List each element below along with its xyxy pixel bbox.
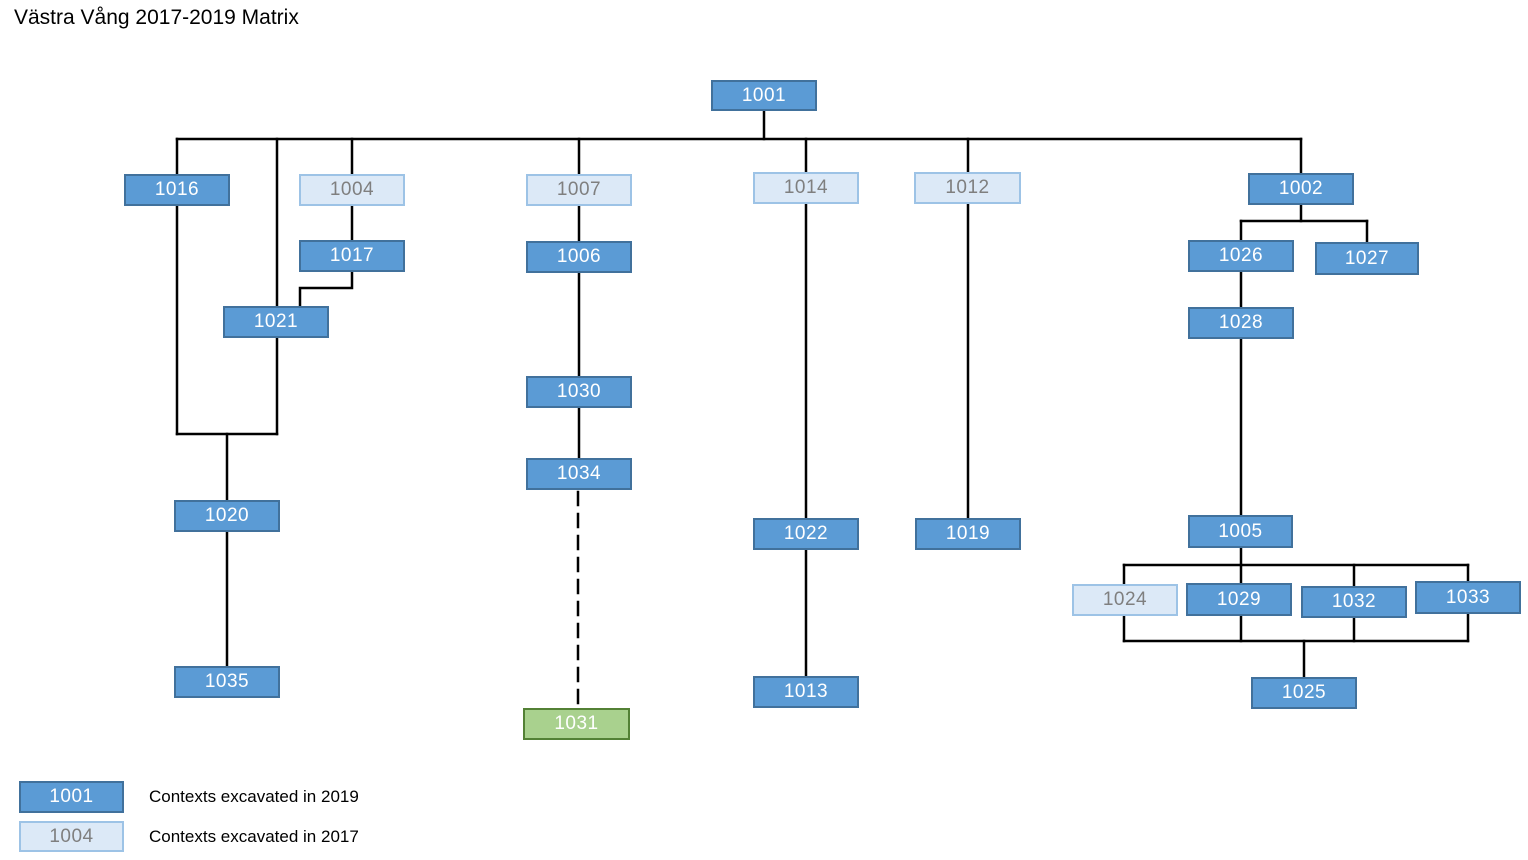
context-node-1022: 1022 — [753, 518, 859, 550]
legend-swatch-2017: 1004 — [19, 821, 124, 852]
context-node-1027: 1027 — [1315, 242, 1419, 275]
context-node-1033: 1033 — [1415, 581, 1521, 614]
context-node-1031: 1031 — [523, 708, 630, 740]
context-node-1012: 1012 — [914, 172, 1021, 204]
legend-swatch-2019: 1001 — [19, 781, 124, 813]
edge — [298, 270, 354, 308]
legend-label-2017: Contexts excavated in 2017 — [149, 826, 359, 846]
context-node-1021: 1021 — [223, 306, 329, 338]
legend-item-2017: 1004 Contexts excavated in 2017 — [19, 821, 439, 852]
context-node-1032: 1032 — [1301, 586, 1407, 618]
context-node-1016: 1016 — [124, 174, 230, 206]
context-node-1019: 1019 — [915, 518, 1021, 550]
legend-label-2019: Contexts excavated in 2019 — [149, 787, 359, 806]
context-node-1007: 1007 — [526, 174, 632, 206]
legend-item-2019: 1001 Contexts excavated in 2019 — [19, 781, 439, 813]
context-node-1028: 1028 — [1188, 307, 1294, 339]
context-node-1006: 1006 — [526, 241, 632, 273]
context-node-1024: 1024 — [1072, 584, 1178, 616]
context-node-1002: 1002 — [1248, 173, 1354, 205]
context-node-1026: 1026 — [1188, 240, 1294, 272]
page-title: Västra Vång 2017-2019 Matrix — [14, 6, 299, 29]
context-node-1034: 1034 — [526, 458, 632, 490]
context-node-1005: 1005 — [1188, 515, 1293, 548]
context-node-1020: 1020 — [174, 500, 280, 532]
context-node-1001: 1001 — [711, 80, 817, 111]
context-node-1013: 1013 — [753, 676, 859, 708]
context-node-1025: 1025 — [1251, 677, 1357, 709]
context-node-1030: 1030 — [526, 376, 632, 408]
context-node-1035: 1035 — [174, 666, 280, 698]
context-node-1017: 1017 — [299, 240, 405, 272]
context-node-1014: 1014 — [753, 172, 859, 204]
context-node-1004: 1004 — [299, 174, 405, 206]
context-node-1029: 1029 — [1186, 583, 1292, 616]
